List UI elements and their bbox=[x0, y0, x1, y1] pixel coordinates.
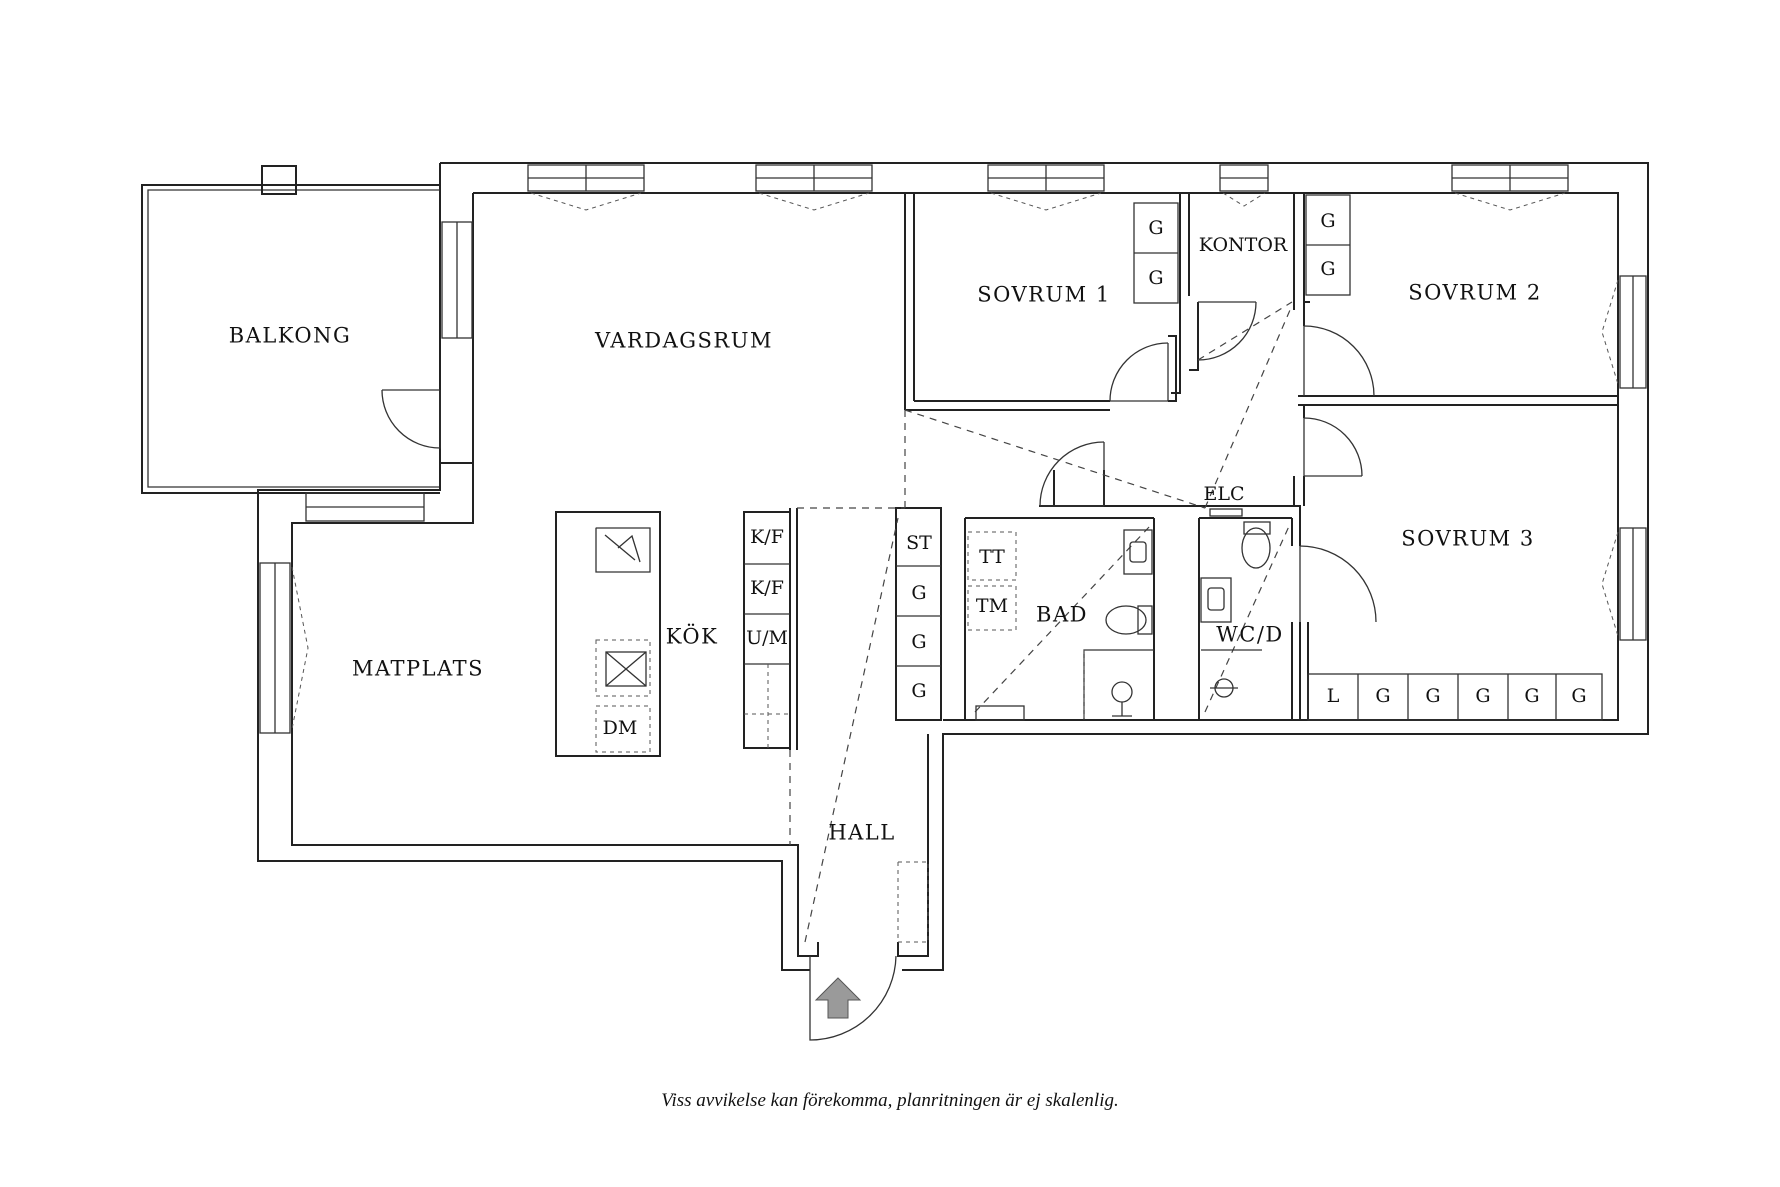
interior-walls bbox=[439, 193, 1618, 750]
balcony bbox=[141, 165, 440, 494]
wardrobe-label: G bbox=[1571, 685, 1586, 707]
dishwasher-label: DM bbox=[603, 717, 638, 739]
kitchen-island bbox=[555, 511, 661, 757]
room-label-sovrum2: SOVRUM 2 bbox=[1408, 281, 1541, 305]
room-label-elc: ELC bbox=[1203, 483, 1244, 505]
bedroom-wardrobes bbox=[1133, 194, 1603, 721]
wardrobe-label: G bbox=[1148, 267, 1163, 289]
room-label-balkong: BALKONG bbox=[229, 324, 352, 348]
room-label-kontor: KONTOR bbox=[1199, 234, 1288, 256]
wardrobe-label: G bbox=[1148, 217, 1163, 239]
storage-label: ST bbox=[906, 532, 932, 554]
room-label-hall: HALL bbox=[828, 821, 895, 845]
room-label-sovrum1: SOVRUM 1 bbox=[977, 283, 1110, 307]
window-swings bbox=[291, 192, 1619, 730]
wardrobe-label: G bbox=[1524, 685, 1539, 707]
wardrobe-label: G bbox=[911, 631, 926, 653]
room-label-matplats: MATPLATS bbox=[352, 657, 484, 681]
room-labels: BALKONG VARDAGSRUM SOVRUM 1 KONTOR SOVRU… bbox=[229, 234, 1541, 845]
doors bbox=[381, 301, 1377, 1041]
washer-label: TM bbox=[976, 595, 1008, 617]
wardrobe-label: G bbox=[1320, 210, 1335, 232]
fridge-freezer-label: K/F bbox=[750, 526, 784, 548]
room-label-bad: BAD bbox=[1036, 603, 1088, 627]
bath-fixtures bbox=[967, 529, 1154, 721]
entrance-arrow-icon bbox=[814, 977, 862, 1019]
room-label-kok: KÖK bbox=[666, 624, 719, 649]
dashed-lines bbox=[789, 301, 1293, 943]
room-label-sovrum3: SOVRUM 3 bbox=[1401, 527, 1534, 551]
disclaimer-text: Viss avvikelse kan förekomma, planritnin… bbox=[661, 1090, 1118, 1111]
fridge-freezer-label: K/F bbox=[750, 577, 784, 599]
wardrobe-label: G bbox=[1475, 685, 1490, 707]
wardrobe-label: G bbox=[1320, 258, 1335, 280]
oven-microwave-label: U/M bbox=[746, 627, 788, 649]
room-label-vardagsrum: VARDAGSRUM bbox=[594, 329, 773, 353]
wc-fixtures bbox=[1200, 521, 1271, 698]
room-label-wcd: WC/D bbox=[1216, 623, 1284, 647]
wardrobe-label: G bbox=[911, 680, 926, 702]
wardrobe-label: G bbox=[1375, 685, 1390, 707]
fixture-labels: G G G G L G G G G G ST G G G TT TM DM K/… bbox=[603, 210, 1587, 739]
kitchen-counter bbox=[743, 511, 791, 749]
dryer-label: TT bbox=[979, 546, 1005, 568]
wardrobe-label: G bbox=[911, 582, 926, 604]
windows bbox=[259, 164, 1647, 734]
elc-panel bbox=[1209, 508, 1243, 517]
wardrobe-label: G bbox=[1425, 685, 1440, 707]
hall-wardrobes bbox=[896, 565, 941, 667]
linen-closet-label: L bbox=[1327, 685, 1340, 707]
